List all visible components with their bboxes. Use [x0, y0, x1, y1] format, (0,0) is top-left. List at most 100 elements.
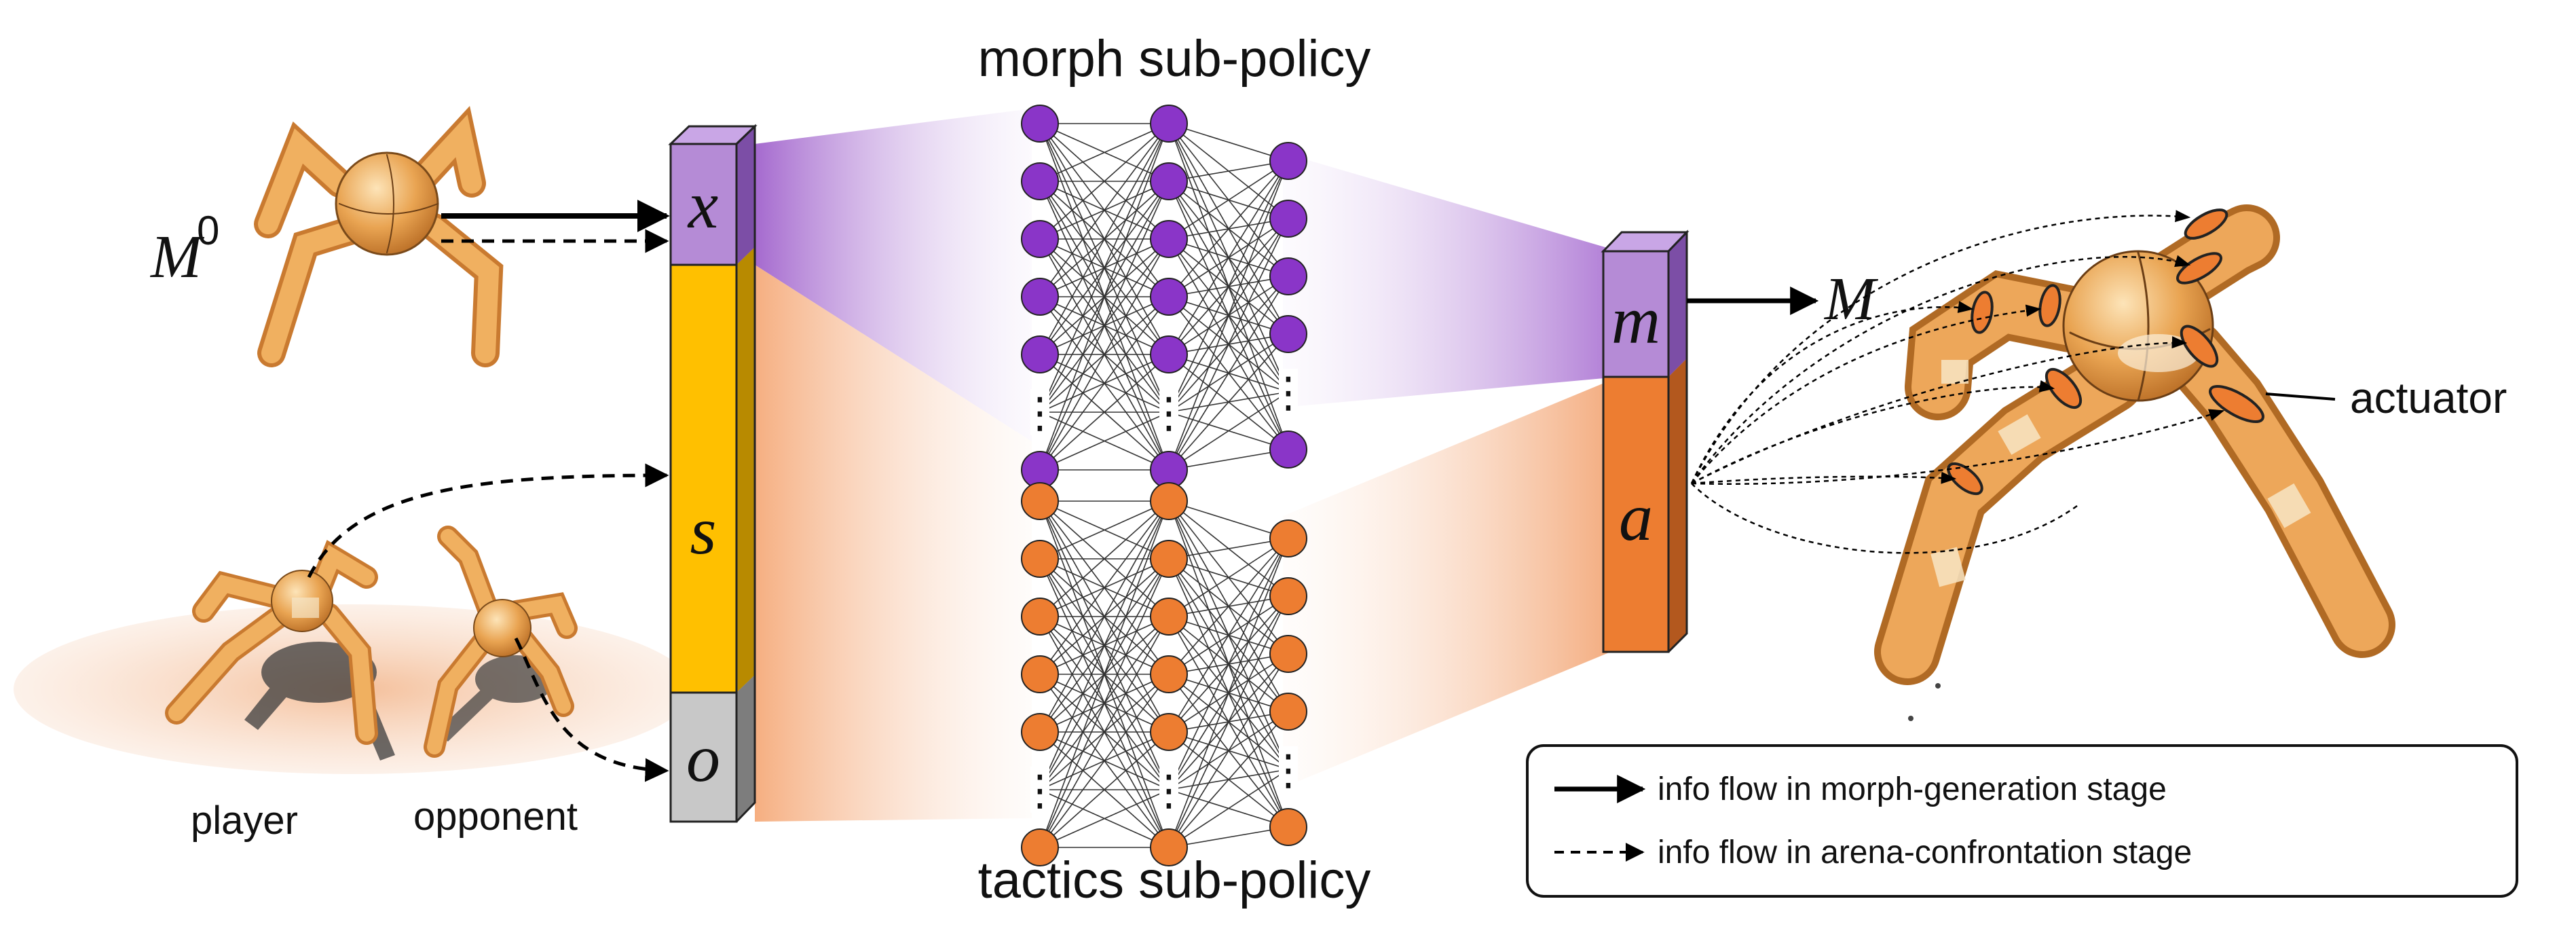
morph-network-edge: [1039, 123, 1170, 297]
tactics-network-ellipsis-bg: [1159, 767, 1178, 813]
tactics-network-node: [1021, 713, 1059, 751]
tactics-network-edge: [1168, 538, 1289, 617]
morph-network-ellipsis-bg: [1279, 369, 1298, 415]
morph-subpolicy-title: morph sub-policy: [978, 30, 1371, 88]
morph-network-edge: [1168, 391, 1289, 471]
tactics-network-edge: [1039, 731, 1170, 848]
label-opponent: opponent: [413, 794, 578, 839]
morph-network-edge: [1039, 181, 1170, 471]
tactics-network-edge: [1039, 616, 1170, 848]
label-x: x: [687, 167, 718, 242]
tactics-network-edge: [1168, 538, 1289, 733]
morph-network-edge: [1168, 449, 1289, 471]
fan-tactics-right: [1283, 377, 1619, 788]
morph-network-node: [1150, 105, 1188, 143]
actuator-flow-lines: [1690, 210, 2225, 554]
stray-dot: [1908, 716, 1914, 721]
tactics-network-ellipsis: ⋮: [1019, 765, 1061, 815]
tactics-network-edge: [1168, 596, 1289, 848]
tactics-network-edge: [1168, 769, 1289, 848]
legend-solid-text: info flow in morph-generation stage: [1658, 771, 2167, 807]
label-actuator: actuator: [2350, 373, 2507, 422]
label-m0-base: M: [149, 223, 205, 291]
robot-opponent: [424, 526, 578, 758]
flow-line-7: [1691, 471, 1957, 485]
arrow-opponent-to-o-dashed: [514, 637, 669, 782]
tactics-subpolicy-title: tactics sub-policy: [978, 852, 1371, 909]
tactics-network-node: [1150, 655, 1188, 693]
tactics-network-node: [1150, 828, 1188, 866]
morph-network-edge: [1168, 160, 1289, 297]
legend-dashed-text: info flow in arena-confrontation stage: [1658, 835, 2192, 871]
label-m0-sup: 0: [197, 208, 219, 253]
tactics-network-edge: [1039, 500, 1170, 617]
morph-network-edge: [1168, 123, 1289, 162]
morph-network-ellipsis-bg: [1159, 389, 1178, 435]
morph-network-edge: [1168, 276, 1289, 471]
tactics-network-edge: [1039, 789, 1170, 848]
tactics-network: ⋮⋮⋮: [1019, 482, 1309, 866]
actuator-ellipse: [2209, 385, 2264, 423]
tactics-network-edge: [1168, 653, 1289, 848]
actuator-ellipse: [2184, 208, 2228, 240]
actuator-ellipse: [1947, 462, 1983, 496]
tactics-network-edge: [1039, 500, 1170, 733]
label-a: a: [1619, 479, 1653, 555]
morph-network-node: [1021, 105, 1059, 143]
morph-network-ellipsis-bg: [1030, 389, 1049, 435]
flow-line-1: [1690, 301, 1974, 484]
morph-network-edge: [1168, 160, 1289, 182]
flow-line-5: [1691, 380, 2055, 485]
morph-network-node: [1021, 162, 1059, 200]
morph-network-node: [1021, 335, 1059, 373]
tactics-network-node: [1021, 598, 1059, 636]
tactics-network-edge: [1039, 674, 1170, 848]
tactics-network-ellipsis: ⋮: [1148, 765, 1190, 815]
stray-dot: [1935, 683, 1941, 689]
tactics-network-edge: [1168, 826, 1289, 848]
morph-network-node: [1021, 220, 1059, 258]
arrow-player-to-s-dashed: [307, 463, 669, 579]
flow-line-6: [1691, 336, 2188, 485]
label-s: s: [690, 493, 717, 568]
tactics-network-ellipsis-bg: [1030, 767, 1049, 813]
tactics-network-node: [1021, 540, 1059, 578]
morph-network-edge: [1039, 354, 1170, 471]
morph-network-edge: [1039, 238, 1170, 471]
legend-box: [1526, 744, 2518, 898]
tactics-network-ellipsis-bg: [1279, 746, 1298, 792]
legend: info flow in morph-generation stage info…: [1526, 744, 2518, 898]
morph-network-edge: [1168, 160, 1289, 413]
tactics-network-node: [1021, 482, 1059, 520]
flow-line-3: [1690, 210, 2191, 484]
tactics-network-edge: [1168, 711, 1289, 848]
morph-network-edge: [1168, 333, 1289, 471]
tactics-network-edge: [1168, 538, 1289, 675]
tactics-network-node: [1150, 713, 1188, 751]
tactics-network-node: [1269, 519, 1307, 557]
morph-network-edge: [1168, 218, 1289, 471]
tactics-network-edge: [1039, 500, 1170, 675]
morph-network-node: [1150, 162, 1188, 200]
tactics-network-edge: [1168, 538, 1289, 790]
morph-network-edge: [1168, 160, 1289, 240]
morph-network-node: [1269, 200, 1307, 238]
morph-network-node: [1150, 278, 1188, 316]
morph-network-node: [1150, 220, 1188, 258]
robot-generated: [1874, 204, 2395, 685]
output-vector: m a: [1601, 230, 1690, 653]
label-player: player: [191, 799, 298, 843]
tactics-network-node: [1269, 577, 1307, 615]
morph-network-edge: [1168, 160, 1289, 355]
tactics-network-edge: [1039, 500, 1170, 560]
tactics-network-edge: [1168, 538, 1289, 560]
tactics-network-edge: [1168, 538, 1289, 848]
flow-line-4: [1690, 255, 2191, 484]
input-segment-s: [669, 263, 738, 694]
morph-network: ⋮⋮⋮: [1019, 105, 1309, 489]
input-vector: x s o: [668, 124, 758, 823]
tactics-network-edge: [1039, 500, 1170, 790]
tactics-network-node: [1150, 482, 1188, 520]
tactics-network-node: [1150, 598, 1188, 636]
